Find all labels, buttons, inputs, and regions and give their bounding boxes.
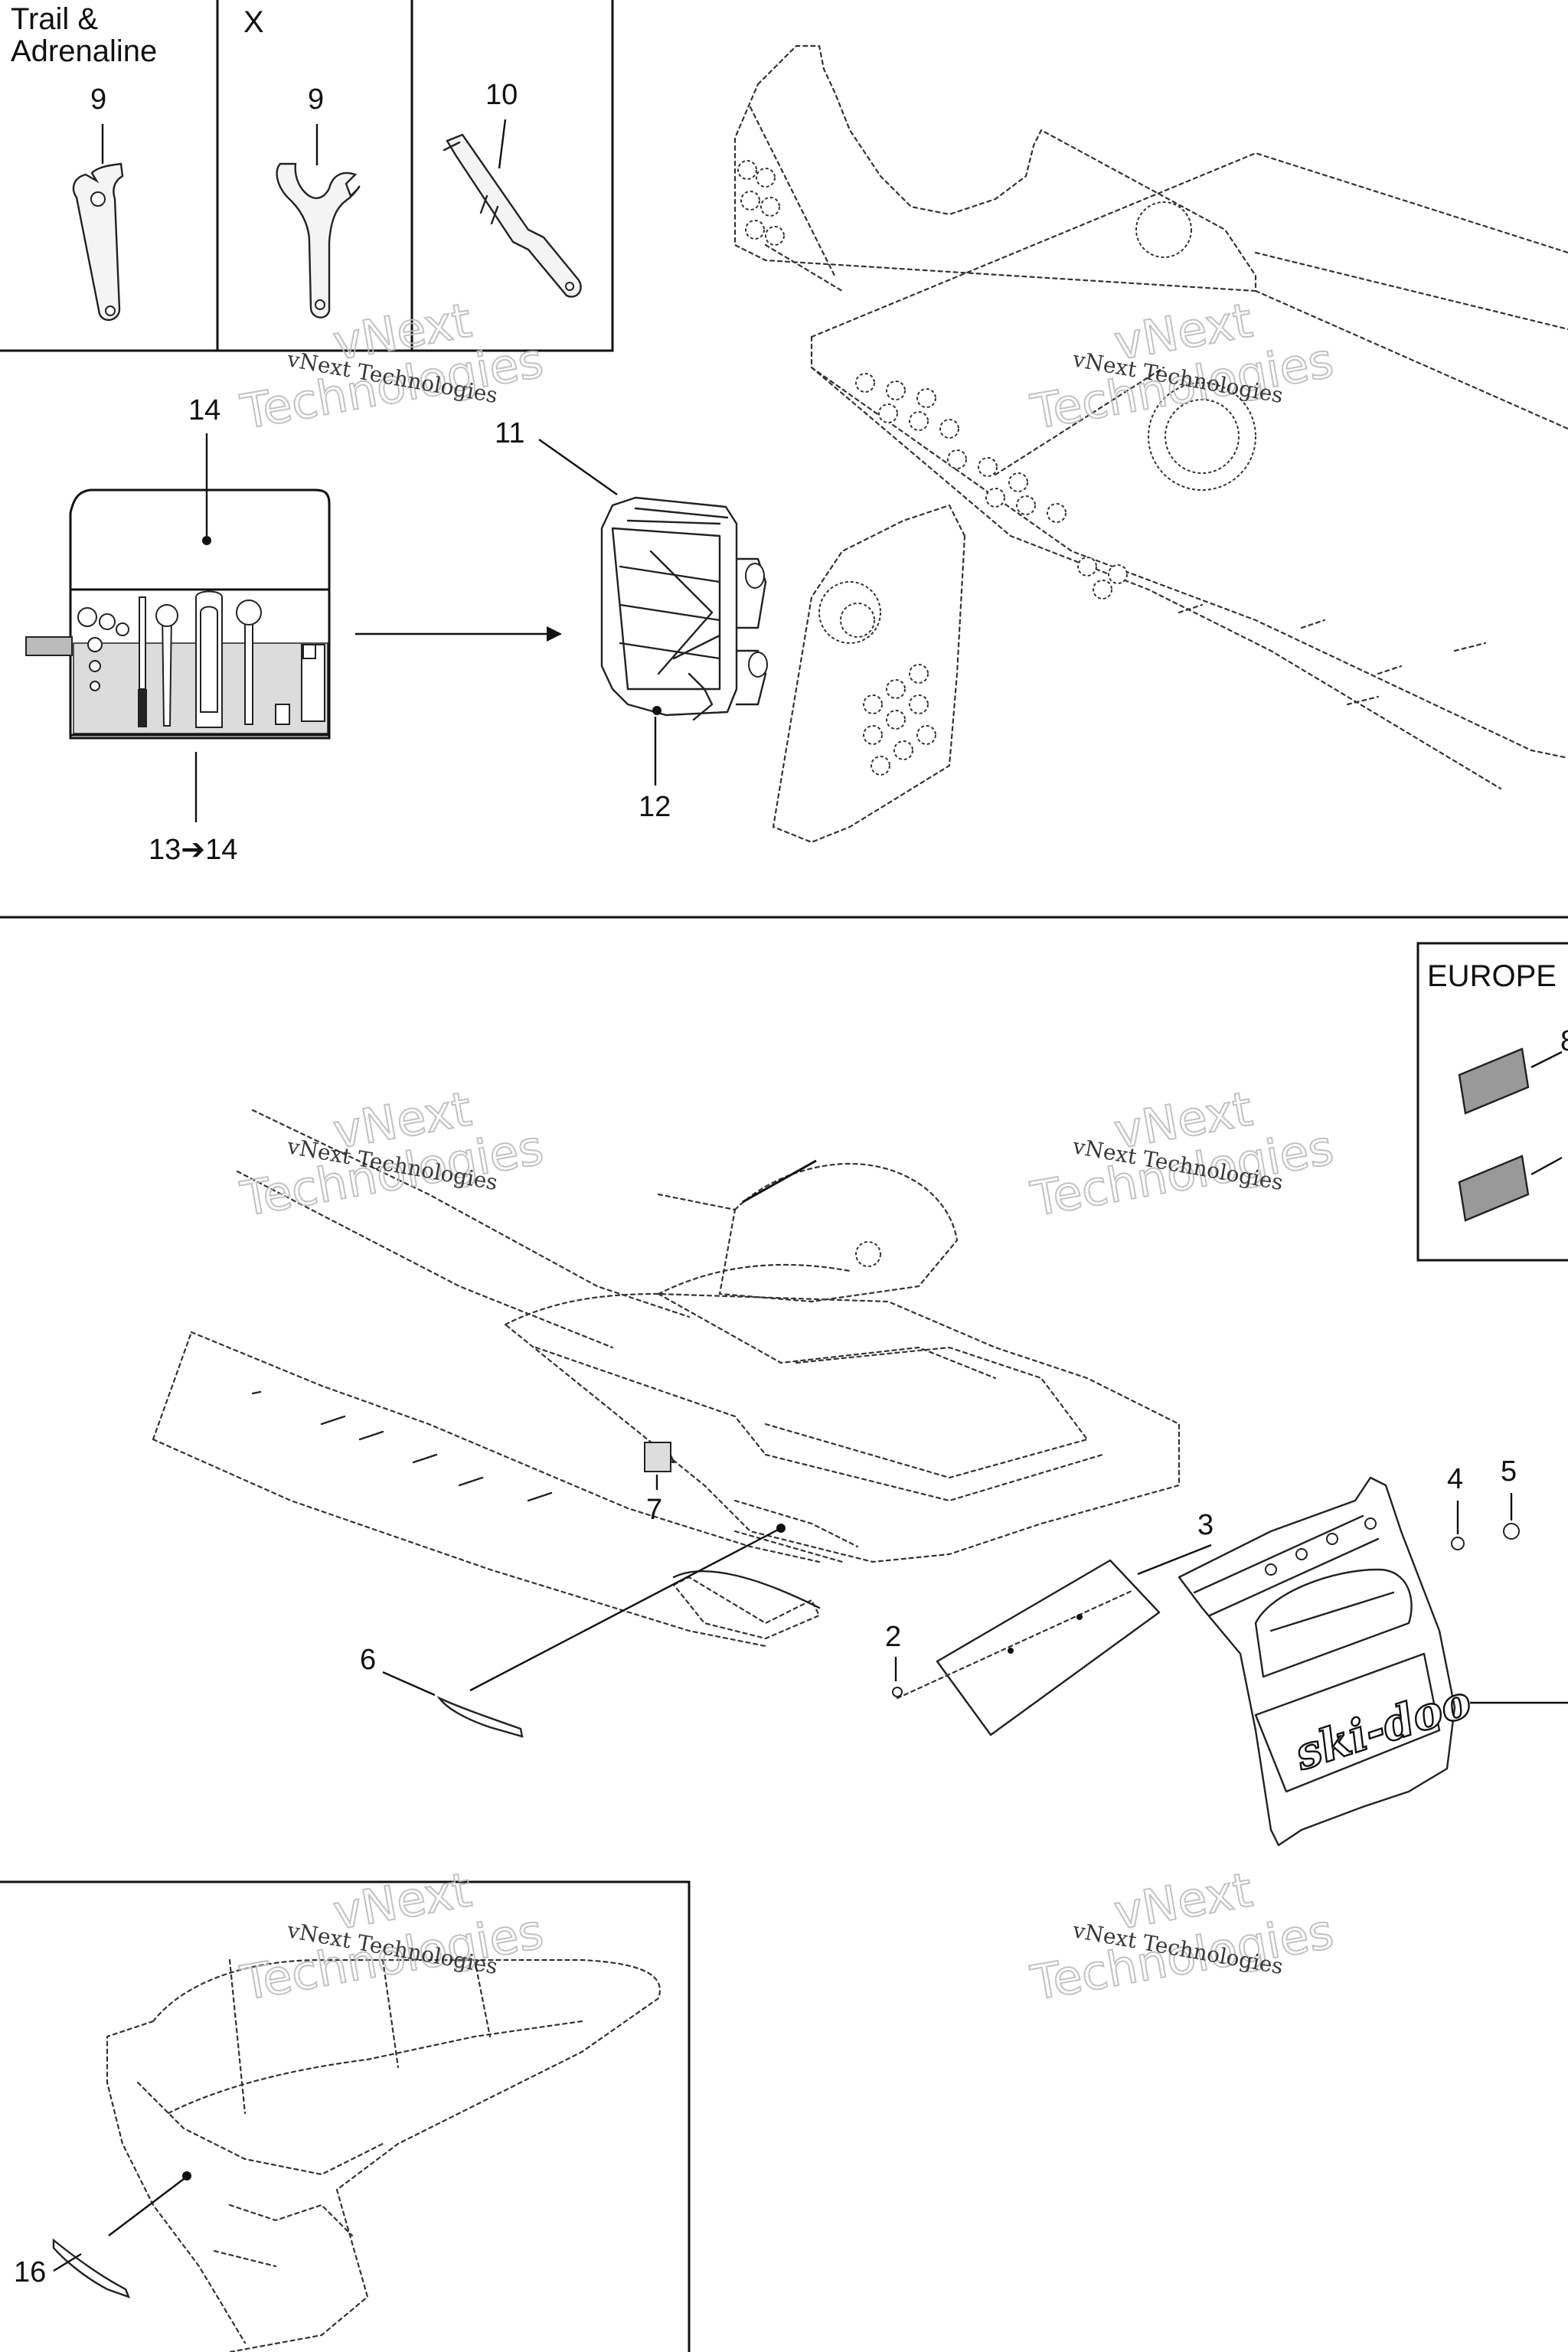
adjustment-tool-icon	[443, 133, 582, 298]
callout-4: 4	[1447, 1463, 1463, 1495]
callout-10: 10	[485, 79, 518, 111]
callout-9-trail: 9	[90, 83, 106, 116]
hook-spanner-icon	[276, 162, 361, 318]
europe-inset: EUROPE 8	[1416, 942, 1568, 1262]
hood-inset	[0, 1880, 691, 2352]
chassis-tunnel-top	[733, 44, 1568, 844]
callout-13-14: 13➔14	[149, 834, 237, 866]
callout-5: 5	[1501, 1455, 1517, 1488]
watermark: vNext Technologies vNext Technologies vN…	[236, 291, 1338, 2012]
arrow-icon	[547, 626, 562, 642]
hood-decal-icon	[52, 2238, 131, 2299]
callout-9-x: 9	[308, 83, 324, 116]
spanner-wrench-icon	[72, 162, 124, 322]
kit-tools-icon	[77, 590, 325, 728]
callout-11: 11	[495, 417, 524, 449]
callout-16: 16	[14, 2256, 46, 2288]
screw-icon	[892, 1687, 903, 1697]
inset-label-x: X	[243, 5, 264, 39]
ski-doo-logo: ski-doo	[1288, 1674, 1477, 1780]
license-plate	[892, 1559, 1161, 1736]
tool-kit-holder	[600, 496, 768, 721]
tools-inset: Trail & Adrenaline X 9 9 10	[0, 0, 614, 352]
cap-icon	[1503, 1523, 1520, 1540]
callout-2: 2	[885, 1621, 901, 1653]
callout-14: 14	[188, 394, 220, 426]
tool-kit-bag	[25, 488, 331, 740]
reflector-icon	[1458, 1155, 1530, 1222]
inset-label-trail-adrenaline-line1: Trail &	[11, 2, 98, 36]
nut-icon	[1451, 1537, 1465, 1550]
inset-label-europe: EUROPE	[1427, 959, 1557, 993]
inset-label-trail-adrenaline-line2: Adrenaline	[11, 34, 157, 68]
callout-3: 3	[1197, 1509, 1214, 1541]
callout-6: 6	[360, 1644, 376, 1676]
decal-icon	[436, 1696, 524, 1738]
rear-tunnel-assembly	[152, 1109, 1181, 1648]
callout-8: 8	[1560, 1025, 1568, 1057]
reflector-icon	[1458, 1047, 1530, 1115]
callout-7: 7	[646, 1494, 662, 1526]
callout-12: 12	[639, 791, 671, 823]
rivet-icon	[644, 1442, 671, 1472]
